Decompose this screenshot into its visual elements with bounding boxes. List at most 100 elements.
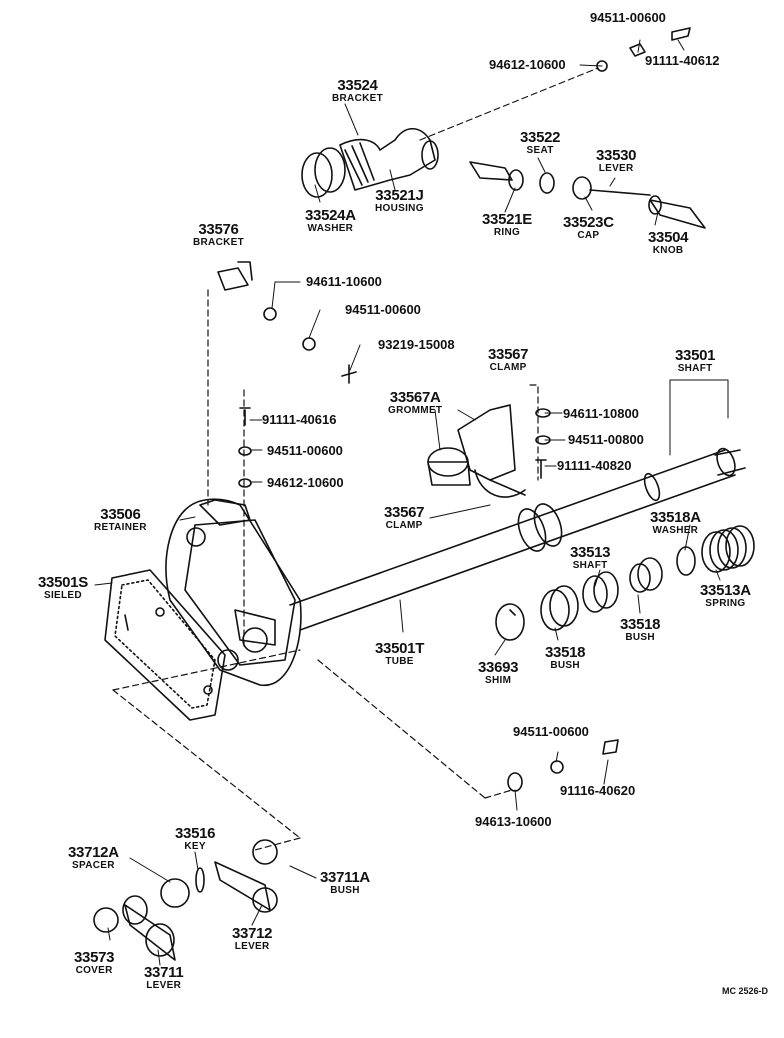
retainer-bracket-body: [165, 498, 302, 686]
part-name: RETAINER: [94, 522, 147, 533]
fastener-label: 94613-10600: [475, 814, 552, 829]
part-number: 33576: [198, 221, 239, 238]
fastener-label: 94611-10600: [306, 274, 382, 289]
callout-lever: 33530 LEVER: [596, 147, 637, 174]
callout-seat: 33522 SEAT: [520, 129, 561, 156]
part-name: SPACER: [72, 860, 115, 871]
fastener-label: 91111-40820: [557, 458, 632, 473]
part-number: 33513A: [700, 582, 751, 599]
tube-shaft: [289, 447, 746, 631]
part-name: LEVER: [234, 941, 270, 952]
part-number: 33524: [337, 77, 378, 94]
part-name: BRACKET: [193, 237, 244, 248]
shift-lever-parts: [469, 161, 706, 229]
leader-lines: [94, 39, 729, 966]
part-name: SHAFT: [572, 560, 608, 571]
callout-grommet: 33567A GROMMET: [388, 390, 442, 416]
callout-washer-spring: 33518A WASHER: [650, 510, 701, 536]
part-number: 33567A: [389, 389, 441, 406]
part-number: 33513: [570, 544, 611, 561]
callout-shim: 33693 SHIM: [478, 660, 519, 686]
part-number: 33506: [100, 506, 141, 523]
dashed-assembly-lines: [112, 67, 599, 851]
part-name: HOUSING: [375, 203, 424, 214]
part-name: TUBE: [385, 656, 414, 667]
part-number: 33711: [144, 964, 184, 981]
fastener-label: 94612-10600: [267, 475, 344, 490]
part-name: BUSH: [625, 632, 655, 643]
callout-bush-center: 33518 BUSH: [545, 644, 586, 671]
part-number: 33521J: [375, 187, 424, 204]
callout-lever-lower: 33711 LEVER: [144, 964, 184, 991]
callout-spring: 33513A SPRING: [700, 583, 751, 609]
part-number: 33501S: [38, 574, 88, 591]
part-name: LEVER: [598, 163, 634, 174]
callout-clamp-lower: 33567 CLAMP: [384, 504, 425, 531]
part-name: GROMMET: [388, 405, 443, 416]
part-name: COVER: [75, 965, 113, 976]
callout-spacer: 33712A SPACER: [68, 845, 119, 871]
small-bracket: [217, 261, 253, 291]
part-number: 33530: [596, 147, 637, 164]
fastener-label: 93219-15008: [378, 337, 455, 352]
callout-bracket: 33524 BRACKET: [332, 78, 383, 104]
part-name: RING: [493, 227, 521, 238]
fastener-label: 91111-40612: [645, 53, 720, 68]
callout-washer: 33524A WASHER: [305, 208, 356, 234]
part-number: 33522: [520, 129, 561, 146]
part-number: 33711A: [320, 869, 370, 886]
part-number: 33518: [620, 616, 661, 633]
part-number: 33518: [545, 644, 586, 661]
part-number: 33712: [232, 925, 273, 942]
part-number: 33504: [648, 229, 689, 246]
part-number: 33501: [675, 347, 716, 364]
callout-cap: 33523C CAP: [563, 215, 614, 241]
lower-lever-parts: [93, 839, 278, 961]
part-name: WASHER: [652, 525, 699, 536]
callout-shaft: 33501 SHAFT: [675, 347, 716, 374]
housing-assembly: [301, 127, 439, 198]
callout-housing: 33521J HOUSING: [375, 188, 424, 214]
part-number: 33523C: [563, 214, 614, 231]
part-name: LEVER: [146, 980, 182, 991]
callout-knob: 33504 KNOB: [648, 229, 689, 256]
part-name: BRACKET: [332, 93, 383, 104]
part-name: SPRING: [705, 598, 746, 609]
fastener-label: 94511-00800: [568, 432, 644, 447]
fasteners: [238, 27, 691, 792]
clamp-grommet: [427, 404, 526, 498]
fastener-label: 94511-00600: [267, 443, 343, 458]
callout-bush-right: 33518 BUSH: [620, 616, 661, 643]
part-name: SHIM: [485, 675, 512, 686]
part-name: SHAFT: [677, 363, 713, 374]
part-name: BUSH: [550, 660, 580, 671]
callout-sieled: 33501S SIELED: [38, 575, 88, 601]
part-name: CLAMP: [385, 520, 423, 531]
fastener-label: 94511-00600: [345, 302, 421, 317]
callout-bush-lever: 33711A BUSH: [320, 870, 370, 896]
part-number: 33521E: [482, 211, 532, 228]
part-number: 33516: [175, 825, 216, 842]
part-number: 33567: [488, 346, 529, 363]
part-number: 33518A: [650, 509, 701, 526]
gasket-plate: [104, 569, 226, 721]
callout-key: 33516 KEY: [175, 825, 216, 852]
callout-cover: 33573 COVER: [74, 949, 115, 976]
part-name: WASHER: [307, 223, 354, 234]
part-number: 33712A: [68, 844, 119, 861]
part-name: BUSH: [330, 885, 360, 896]
part-name: CAP: [577, 230, 600, 241]
part-name: SIELED: [44, 590, 82, 601]
drawing-reference: MC 2526-D: [722, 986, 769, 996]
part-number: 33573: [74, 949, 115, 966]
callout-bracket-small: 33576 BRACKET: [193, 222, 244, 248]
callout-ring: 33521E RING: [482, 212, 532, 238]
part-name: SEAT: [526, 145, 554, 156]
part-name: CLAMP: [489, 362, 527, 373]
callout-clamp-upper: 33567 CLAMP: [488, 346, 529, 373]
part-number: 33524A: [305, 207, 356, 224]
callout-lever-upper: 33712 LEVER: [232, 925, 273, 952]
part-number: 33567: [384, 504, 425, 521]
part-number: 33501T: [375, 640, 425, 657]
